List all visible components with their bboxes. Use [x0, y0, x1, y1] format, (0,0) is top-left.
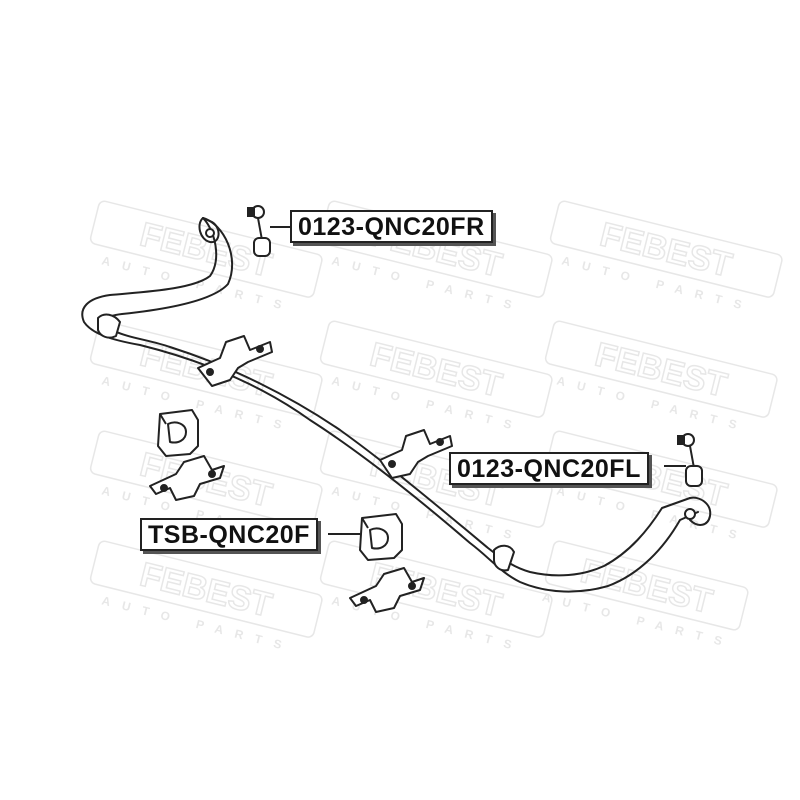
watermark-logo: FEBEST AUTO PARTS [319, 320, 553, 435]
bar-band-left [97, 313, 121, 339]
watermark-logo: FEBEST AUTO PARTS [549, 200, 783, 315]
bar-left-eye [198, 217, 220, 244]
bar-bracket-left [197, 335, 273, 387]
watermark-logo: FEBEST AUTO PARTS [89, 320, 323, 435]
stabilizer-bar [81, 217, 712, 593]
part-label-link-left: 0123-QNC20FL [449, 452, 649, 485]
bushing-bracket-lower [349, 567, 425, 613]
bar-left-arm-inner [104, 217, 691, 577]
watermark-logo: FEBEST AUTO PARTS [544, 430, 778, 545]
bar-band-right [493, 544, 515, 572]
watermark-logo: FEBEST AUTO PARTS [541, 540, 749, 651]
stabilizer-link-left [664, 433, 703, 487]
watermark-logo: FEBEST AUTO PARTS [89, 540, 323, 655]
bar-left-eye-hole [205, 228, 215, 238]
bushing-upper [157, 409, 199, 457]
bushing-bracket-upper [149, 455, 225, 501]
bar-right-eye [689, 496, 712, 526]
bushing-lower [328, 513, 403, 561]
part-label-bushing: TSB-QNC20F [140, 518, 318, 551]
bar-left-arm-outer [81, 217, 699, 593]
bar-right-eye-hole [684, 508, 696, 520]
bar-bracket-right [379, 429, 453, 479]
part-label-link-right: 0123-QNC20FR [290, 210, 493, 243]
stabilizer-link-right [247, 205, 294, 257]
watermark-logo: FEBEST AUTO PARTS [544, 320, 778, 435]
